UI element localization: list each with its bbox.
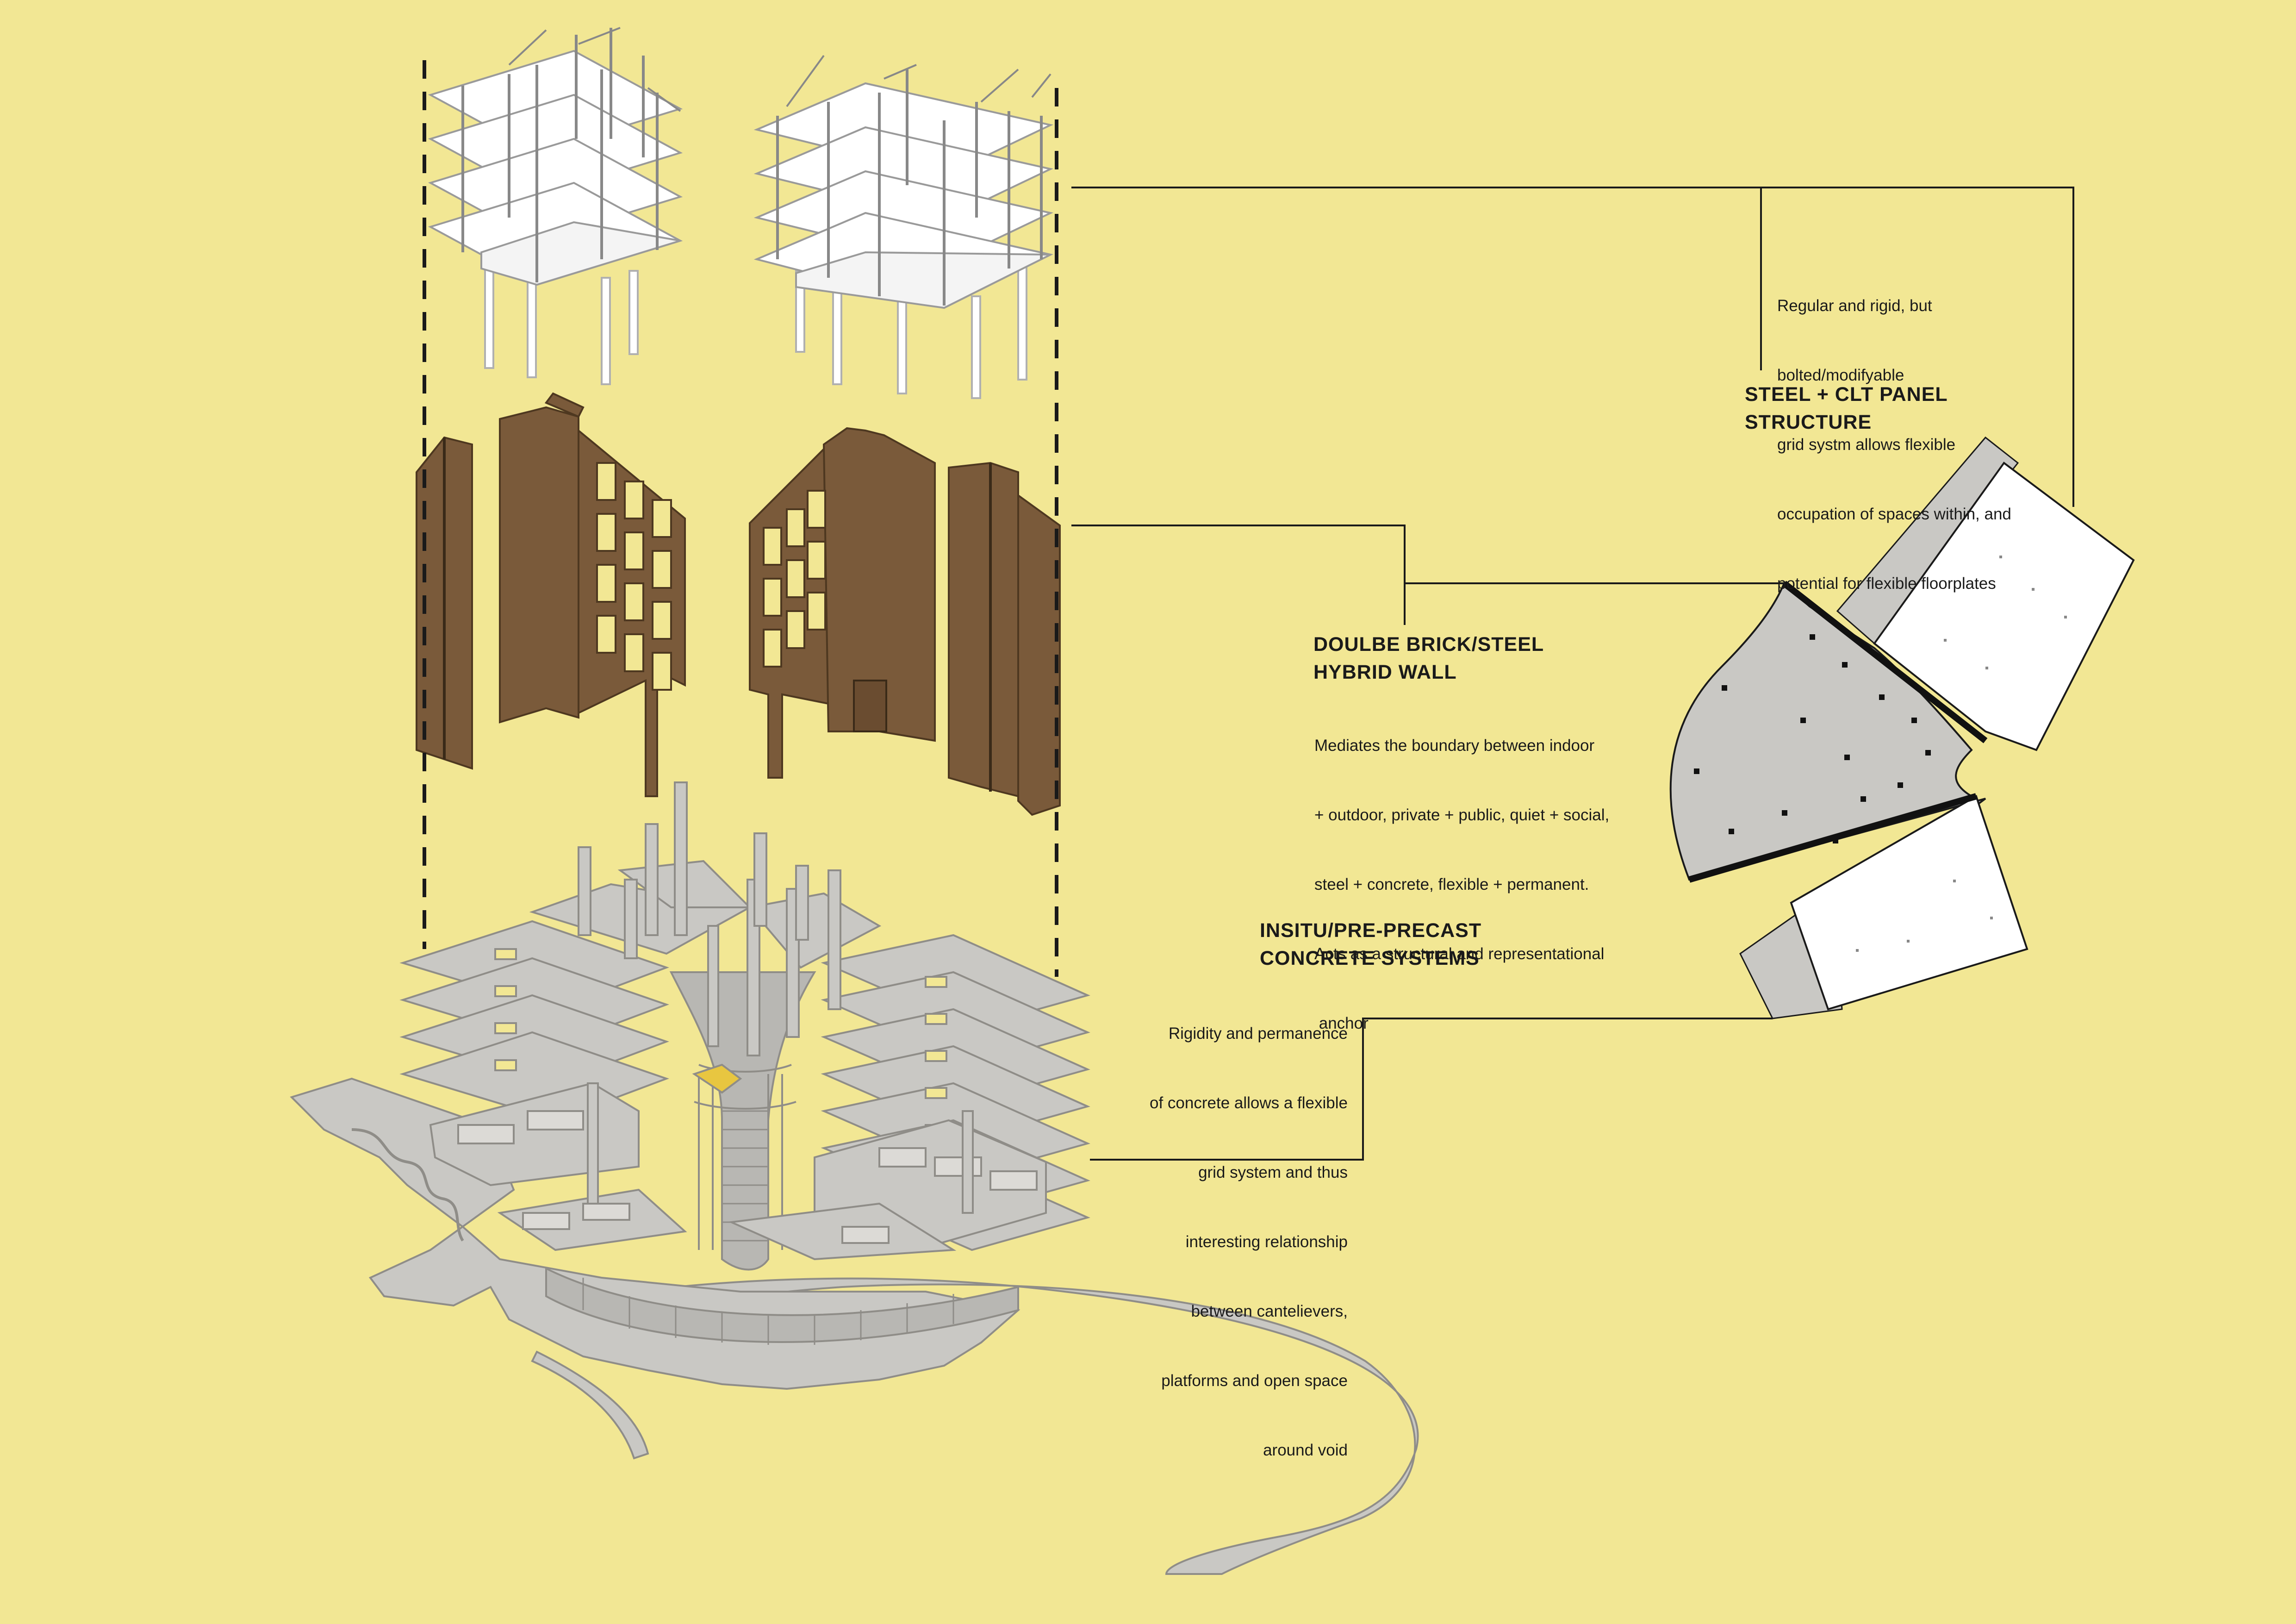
concrete-desc-line: platforms and open space bbox=[1161, 1372, 1348, 1390]
leader-lines bbox=[1071, 187, 2074, 1161]
wall-desc-line: steel + concrete, flexible + permanent. bbox=[1314, 875, 1589, 893]
concrete-desc-line: around void bbox=[1263, 1441, 1348, 1459]
wall-desc-line: Acts as a structural and representationa… bbox=[1314, 945, 1605, 963]
steel-title: STEEL + CLT PANEL STRUCTURE bbox=[1745, 381, 1948, 436]
steel-desc-line: bolted/modifyable bbox=[1777, 366, 1904, 384]
concrete-title: INSITU/PRE-PRECAST CONCRETE SYSTEMS bbox=[1260, 917, 1481, 972]
wall-title-line: DOULBE BRICK/STEEL bbox=[1313, 633, 1544, 656]
concrete-title-line: CONCRETE SYSTEMS bbox=[1260, 947, 1480, 969]
concrete-system bbox=[290, 781, 1419, 1575]
hybrid-wall-right bbox=[749, 427, 1061, 816]
wall-title: DOULBE BRICK/STEEL HYBRID WALL bbox=[1313, 631, 1544, 686]
steel-clt-frame-left bbox=[428, 27, 683, 385]
concrete-desc-line: interesting relationship bbox=[1185, 1233, 1348, 1251]
steel-title-line: STRUCTURE bbox=[1745, 411, 1872, 433]
wall-desc-line: Mediates the boundary between indoor bbox=[1314, 737, 1595, 755]
concrete-description: Rigidity and permanence of concrete allo… bbox=[1064, 976, 1348, 1508]
steel-desc-line: Regular and rigid, but bbox=[1777, 297, 1932, 315]
concrete-desc-line: between cantelievers, bbox=[1191, 1302, 1348, 1320]
wall-description: Mediates the boundary between indoor + o… bbox=[1314, 688, 1609, 1081]
wall-desc-line: anchor bbox=[1314, 1014, 1369, 1032]
hybrid-wall-left bbox=[416, 392, 686, 797]
plan-detail bbox=[1669, 436, 2135, 1019]
alignment-dashes bbox=[423, 60, 1058, 977]
concrete-desc-line: grid system and thus bbox=[1198, 1163, 1348, 1181]
wall-desc-line: + outdoor, private + public, quiet + soc… bbox=[1314, 806, 1610, 824]
concrete-title-line: INSITU/PRE-PRECAST bbox=[1260, 919, 1482, 942]
steel-title-line: STEEL + CLT PANEL bbox=[1745, 383, 1948, 406]
wall-title-line: HYBRID WALL bbox=[1313, 661, 1457, 683]
steel-desc-line: grid systm allows flexible bbox=[1777, 436, 1956, 454]
concrete-desc-line: of concrete allows a flexible bbox=[1150, 1094, 1348, 1112]
steel-description: Regular and rigid, but bolted/modifyable… bbox=[1777, 248, 2011, 642]
steel-desc-line: occupation of spaces within, and bbox=[1777, 505, 2011, 523]
concrete-desc-line: Rigidity and permanence bbox=[1168, 1024, 1348, 1043]
steel-desc-line: potential for flexible floorplates bbox=[1777, 575, 1996, 593]
steel-clt-frame-right bbox=[753, 55, 1054, 399]
